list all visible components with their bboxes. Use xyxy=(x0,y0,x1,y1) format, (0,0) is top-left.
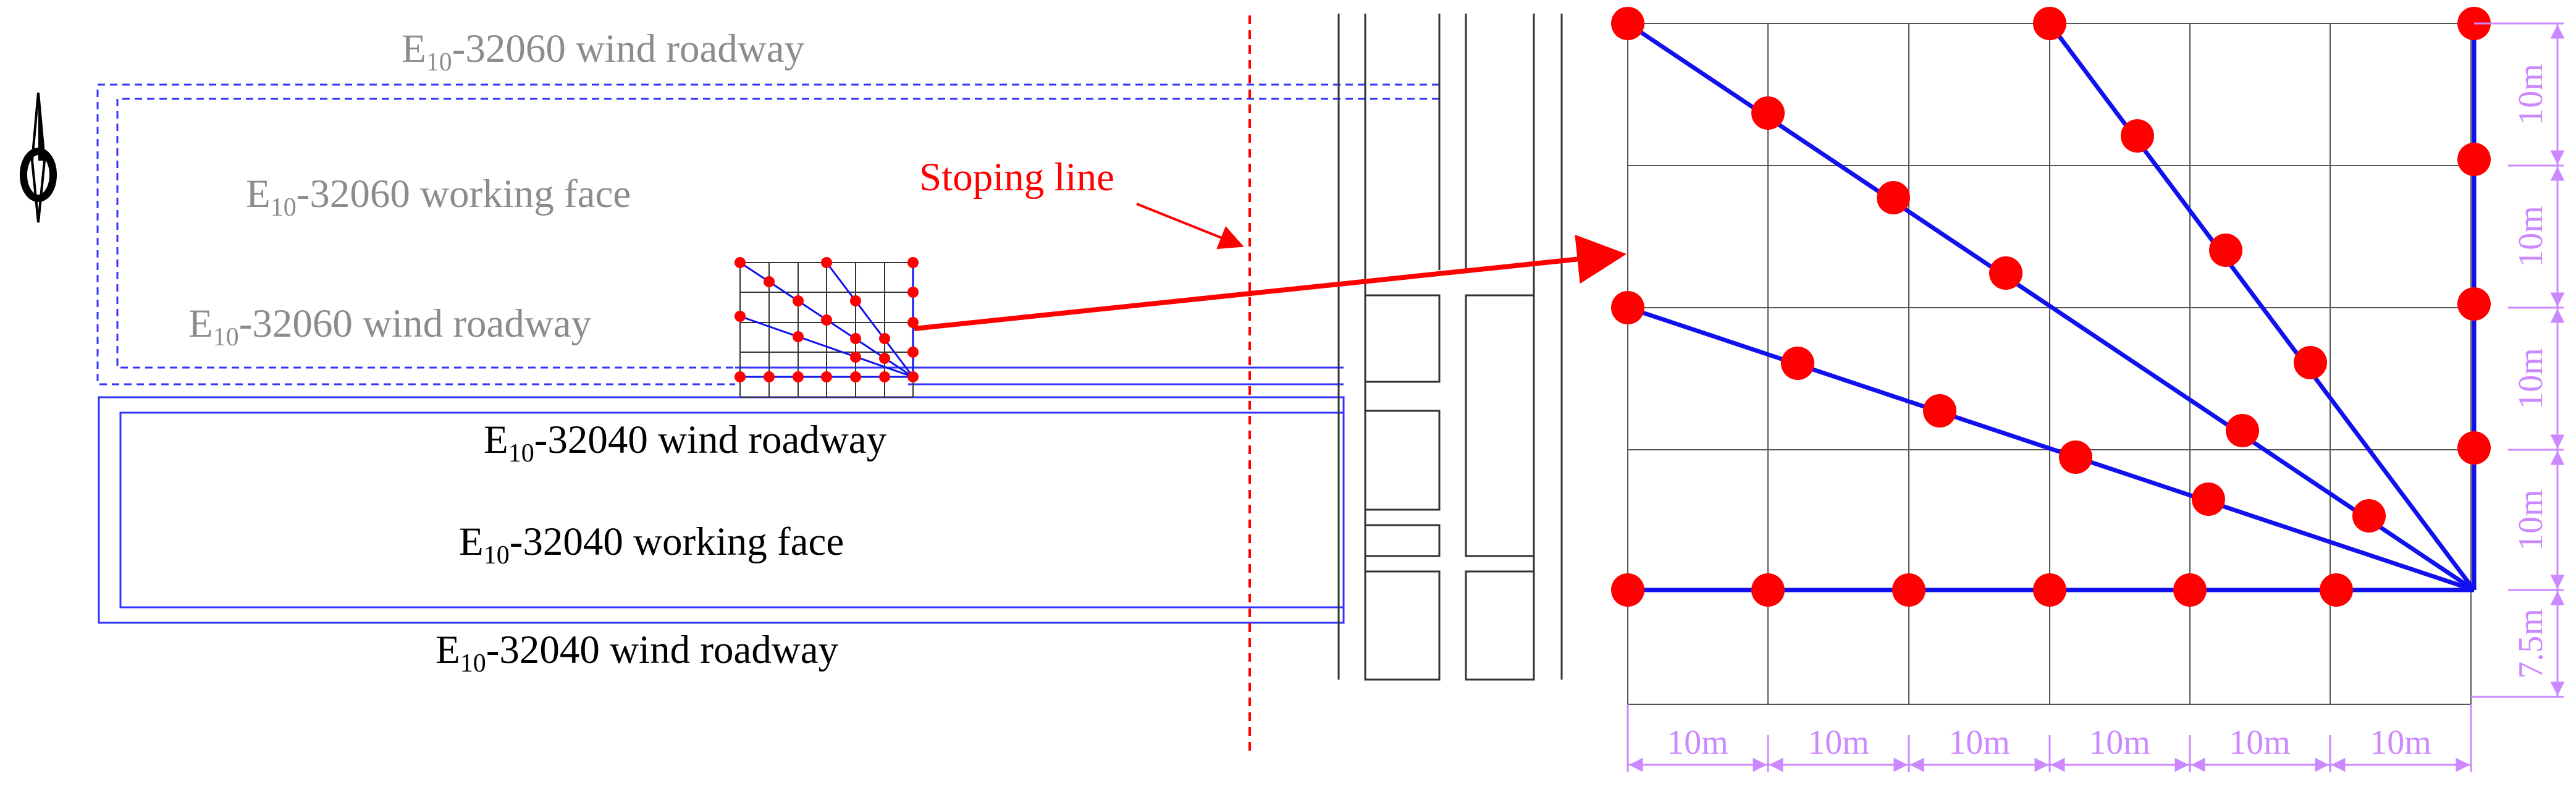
dim-label: 10m xyxy=(1948,723,2010,762)
upper-panel-outline xyxy=(96,83,1439,386)
survey-point xyxy=(2320,573,2353,607)
survey-point xyxy=(1611,573,1644,607)
survey-point xyxy=(2121,119,2154,153)
stoping-line-label: Stoping line xyxy=(919,155,1114,200)
survey-point xyxy=(1989,256,2022,290)
vertical-dimension-labels: 10m 10m 10m 10m 7.5m xyxy=(2512,64,2550,679)
survey-point xyxy=(1923,394,1956,428)
dim-label: 10m xyxy=(2512,206,2550,268)
mini-survey-points xyxy=(734,257,919,382)
survey-point xyxy=(2209,234,2242,267)
survey-point xyxy=(2173,573,2207,607)
lower-working-face-label: E10-32040 working face xyxy=(459,520,844,570)
survey-point xyxy=(1781,347,1814,380)
survey-point xyxy=(2033,573,2066,607)
dim-label: 10m xyxy=(1808,723,1869,762)
dim-label: 7.5m xyxy=(2512,609,2550,679)
survey-point xyxy=(1877,181,1910,214)
top-wind-roadway-label: E10-32060 wind roadway xyxy=(402,27,805,77)
dim-label: 10m xyxy=(2370,723,2431,762)
detail-connector-arrow xyxy=(914,234,1627,331)
survey-point xyxy=(2294,346,2327,379)
dim-label: 10m xyxy=(1667,723,1728,762)
survey-point xyxy=(2352,499,2386,533)
survey-point xyxy=(2457,143,2491,176)
survey-point xyxy=(2059,440,2092,474)
dim-label: 10m xyxy=(2512,348,2550,410)
north-arrow-icon xyxy=(20,92,57,223)
upper-lower-wind-roadway-label: E10-32060 wind roadway xyxy=(188,301,592,352)
dim-label: 10m xyxy=(2089,723,2150,762)
survey-point xyxy=(2457,431,2491,465)
survey-point xyxy=(2192,483,2225,516)
vertical-dimensions xyxy=(2471,22,2565,698)
horizontal-dimensions xyxy=(1627,704,2472,772)
bottom-wind-roadway-label: E10-32040 wind roadway xyxy=(436,628,839,678)
detail-survey-points xyxy=(1611,7,2491,607)
dim-label: 10m xyxy=(2512,489,2550,551)
survey-point xyxy=(1751,96,1785,130)
survey-point xyxy=(1611,291,1644,324)
stoping-line-pointer xyxy=(1136,203,1244,250)
roadway-pillars xyxy=(1337,14,1563,681)
survey-point xyxy=(1611,7,1644,40)
upper-working-face-label: E10-32060 working face xyxy=(246,172,631,222)
dim-label: 10m xyxy=(2512,64,2550,125)
dim-label: 10m xyxy=(2229,723,2291,762)
horizontal-dimension-labels: 10m 10m 10m 10m 10m 10m xyxy=(1667,723,2431,762)
lower-upper-wind-roadway-label: E10-32040 wind roadway xyxy=(484,418,887,468)
survey-point xyxy=(2457,287,2491,321)
lower-panel-outline xyxy=(98,366,1345,624)
survey-point xyxy=(1751,573,1785,607)
survey-point xyxy=(2226,414,2259,447)
survey-point xyxy=(1892,573,1926,607)
survey-point xyxy=(2033,7,2066,40)
